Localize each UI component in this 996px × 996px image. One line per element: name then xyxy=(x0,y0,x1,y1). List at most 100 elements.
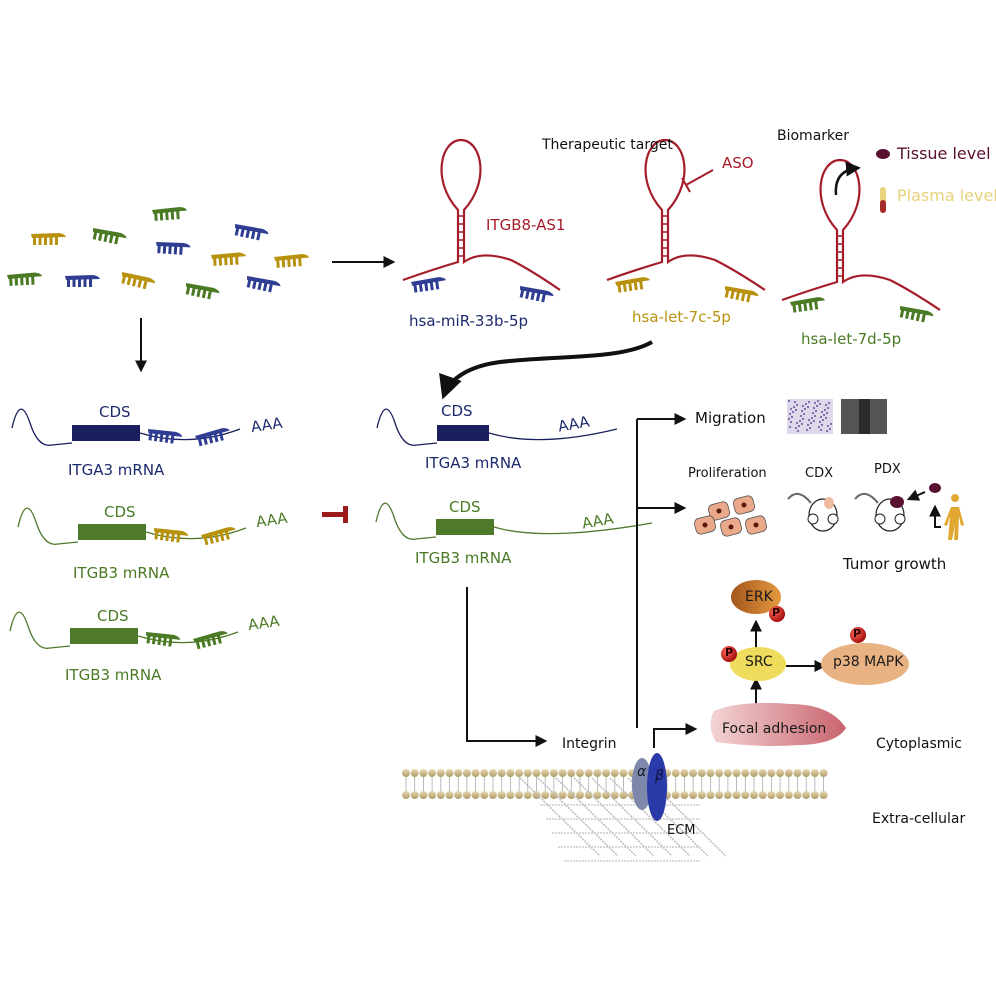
integrin-alpha-subunit xyxy=(632,758,652,810)
migration-label: Migration xyxy=(695,409,766,427)
cell-nucleus xyxy=(702,522,708,528)
lipid-head xyxy=(428,769,437,777)
transwell-cell xyxy=(790,408,792,410)
lipid-head xyxy=(776,791,785,799)
lipid-head xyxy=(784,791,793,799)
transwell-cell xyxy=(797,430,799,432)
lipid-head xyxy=(436,791,445,799)
pdx-mouse-icon-ear xyxy=(874,513,886,525)
mid-itga3-mrna-cds-box xyxy=(437,425,489,441)
transwell-cell xyxy=(819,403,821,405)
lipid-head xyxy=(680,791,689,799)
cell-nucleus xyxy=(716,508,722,514)
integrin-alpha-label: α xyxy=(637,764,647,780)
lipid-head xyxy=(480,791,489,799)
mirna-glyph xyxy=(156,242,191,255)
lipid-head xyxy=(802,791,811,799)
transwell-cell xyxy=(808,419,810,421)
mirna-glyph xyxy=(65,275,100,287)
lipid-head xyxy=(584,769,593,777)
tumor-growth-label: Tumor growth xyxy=(843,555,947,573)
let7c-to-itga3-arrow xyxy=(439,340,653,400)
phospho-icon xyxy=(769,606,785,622)
lipid-head xyxy=(410,769,419,777)
transwell-cell xyxy=(824,409,826,411)
transwell-cell xyxy=(813,407,815,409)
proliferation-label: Proliferation xyxy=(688,466,767,481)
lipid-head xyxy=(402,791,410,799)
transwell-cell xyxy=(811,417,813,419)
cytoplasmic-label: Cytoplasmic xyxy=(876,736,962,752)
transwell-cell xyxy=(814,415,816,417)
lipid-head xyxy=(515,769,524,777)
lipid-head xyxy=(706,791,715,799)
lipid-head xyxy=(471,769,480,777)
integrin-beta-subunit xyxy=(647,753,667,821)
lipid-head xyxy=(689,791,698,799)
mirna-glyph xyxy=(211,252,247,266)
patient-icon xyxy=(944,494,964,540)
tissue-icon xyxy=(876,149,890,159)
transwell-cell xyxy=(820,429,822,431)
inhibit-bar-cap xyxy=(343,506,348,523)
lipid-head xyxy=(523,791,532,799)
lipid-head xyxy=(723,769,732,777)
transwell-cell xyxy=(791,416,793,418)
transwell-cell xyxy=(799,420,801,422)
lipid-head xyxy=(576,769,584,777)
lipid-head xyxy=(793,769,802,777)
mid-itgb3-cds-label: CDS xyxy=(449,498,481,516)
pdx-mouse-icon-tail xyxy=(854,492,879,504)
lipid-head xyxy=(776,769,785,777)
transwell-cell xyxy=(825,404,827,406)
lipid-head xyxy=(454,791,463,799)
transwell-cell xyxy=(822,419,824,421)
cdx-mouse-icon-ear xyxy=(827,513,839,525)
lipid-head xyxy=(402,769,410,777)
ecm-label: ECM xyxy=(667,823,696,838)
plasma-tube-blood xyxy=(880,200,886,213)
mirna-glyph xyxy=(7,272,43,286)
transwell-cell xyxy=(821,411,823,413)
bound-mirna xyxy=(724,286,759,303)
bound-mirna xyxy=(899,306,934,323)
lipid-head xyxy=(489,791,497,799)
integrin-to-focal-arrow xyxy=(653,723,698,748)
mid-itgb3-mrna-5utr xyxy=(375,502,437,540)
lipid-head xyxy=(576,791,584,799)
transwell-cell xyxy=(805,403,807,405)
transwell-cell xyxy=(801,410,803,412)
transwell-cell xyxy=(800,415,802,417)
mirna-glyph xyxy=(234,224,269,241)
transwell-cell xyxy=(829,428,831,430)
transwell-cell xyxy=(803,413,805,415)
transwell-cell xyxy=(802,405,804,407)
transwell-cell xyxy=(826,412,828,414)
erk-node xyxy=(731,580,781,614)
mirna-glyph xyxy=(152,207,188,221)
lipid-head xyxy=(810,769,819,777)
mirna-glyph xyxy=(246,276,281,293)
left-itgb3-b-cds-label: CDS xyxy=(97,607,129,625)
transwell-cell xyxy=(806,429,808,431)
lipid-head xyxy=(558,791,567,799)
patient-tissue-icon xyxy=(929,483,941,493)
lipid-head xyxy=(593,769,602,777)
transwell-cell xyxy=(816,405,818,407)
mrna-structures xyxy=(9,408,653,650)
let-7d-label: hsa-let-7d-5p xyxy=(801,330,902,348)
pdx-tumor xyxy=(890,496,904,508)
transwell-cell xyxy=(827,425,829,427)
cdx-tumor xyxy=(824,497,834,509)
lipid-head xyxy=(758,769,767,777)
src-node xyxy=(730,647,786,681)
lipid-head xyxy=(523,769,532,777)
left-itgb3-b-tail-label: AAA xyxy=(246,611,281,635)
lipid-head xyxy=(497,769,506,777)
phenotype-icons xyxy=(693,399,964,540)
left-itgb3-a-cds-label: CDS xyxy=(104,503,136,521)
lipid-head xyxy=(602,791,611,799)
transwell-cell xyxy=(819,421,821,423)
